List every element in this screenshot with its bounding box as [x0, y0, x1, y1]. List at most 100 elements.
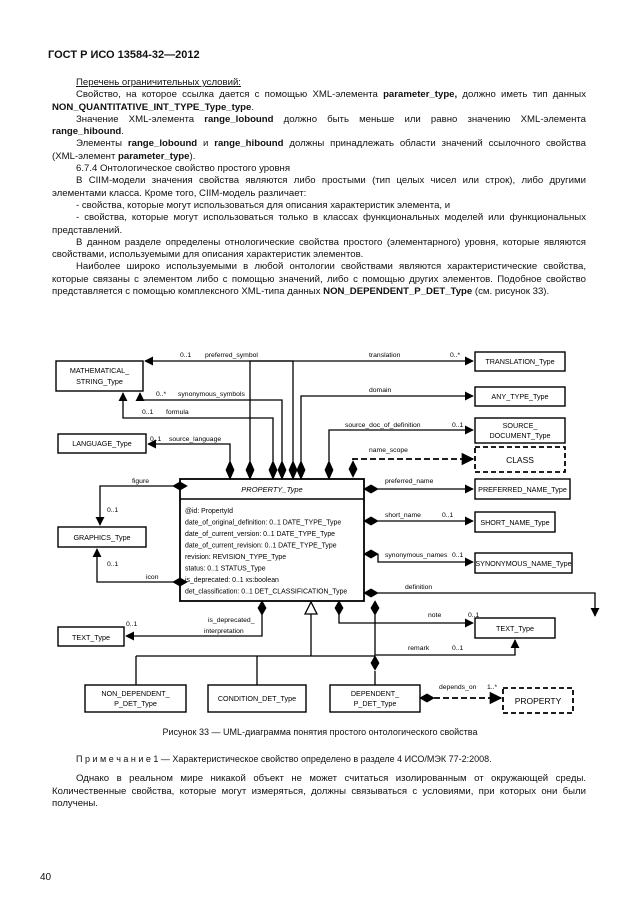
property-attribute: is_deprecated: 0..1 xs:boolean	[185, 577, 279, 584]
figure-label: figure	[132, 478, 149, 485]
paragraph: В данном разделе определены отнологическ…	[52, 236, 586, 261]
composition-diamond	[277, 460, 287, 480]
text-type-right-box	[474, 617, 556, 639]
short-name-type-box	[474, 511, 556, 533]
text-type-left-label: TEXT_Type	[72, 633, 110, 642]
any-type-type-box	[474, 386, 566, 407]
paragraph: Однако в реальном мире никакой объект не…	[52, 773, 586, 809]
short-name-multiplicity: 0..1	[442, 512, 454, 519]
definition-label: definition	[405, 584, 432, 591]
translation-label: translation	[369, 352, 401, 359]
non-dependent-p-det-type-label: P_DET_Type	[114, 699, 157, 708]
is-deprecated-interpretation-multiplicity: 0..1	[126, 621, 138, 628]
class-label: CLASS	[506, 455, 534, 465]
graphics-type-box	[57, 526, 147, 548]
non-dependent-p-det-type-box	[84, 684, 187, 713]
preferred-name-label: preferred_name	[385, 478, 434, 485]
short-name-type-label: SHORT_NAME_Type	[480, 518, 549, 527]
non-dependent-p-det-type-label: NON_DEPENDENT_	[101, 689, 170, 698]
text-type-right-label: TEXT_Type	[496, 624, 534, 633]
is-deprecated-interpretation-label: is_deprecated_	[208, 617, 255, 624]
depends-on-multiplicity: 1..*	[487, 684, 498, 691]
synonymous-symbols-connector	[135, 392, 283, 461]
icon-connector	[92, 548, 174, 583]
section-heading: 6.7.4 Онтологическое свойство простого у…	[76, 163, 291, 175]
remark-connector	[374, 615, 520, 656]
note-paragraph: П р и м е ч а н и е 1 — Характеристическ…	[76, 754, 492, 764]
translation-type-box	[474, 351, 566, 372]
name-scope-label: name_scope	[369, 447, 408, 454]
composition-diamond	[225, 460, 235, 480]
icon-label: icon	[146, 574, 159, 581]
composition-diamond	[172, 577, 188, 587]
paragraph: Свойство, на которое ссылка дается с пом…	[52, 89, 586, 113]
paragraph: Наиболее широко используемыми в любой он…	[52, 261, 586, 298]
synonymous-names-label: synonymous_names	[385, 552, 448, 559]
graphics-type-label: GRAPHICS_Type	[73, 533, 130, 542]
note-connector	[338, 614, 474, 628]
translation-type-label: TRANSLATION_Type	[485, 357, 554, 366]
composition-diamond	[363, 588, 379, 598]
composition-diamond	[370, 600, 380, 616]
preferred-name-type-box	[474, 478, 571, 500]
property-type-title: PROPERTY_Type	[241, 485, 302, 494]
property-box	[502, 687, 574, 714]
mathematical-string-type-label: MATHEMATICAL_	[70, 366, 130, 375]
composition-diamond	[288, 460, 298, 480]
translation-multiplicity: 0..*	[450, 352, 461, 359]
source-document-type-label: SOURCE_	[503, 421, 539, 430]
class-box	[474, 446, 566, 473]
source-language-multiplicity: 0..1	[150, 436, 162, 443]
synonymous-name-type-box	[474, 552, 573, 574]
figure-multiplicity: 0..1	[107, 507, 119, 514]
paragraph: Значение XML-элемента range_lobound долж…	[52, 113, 586, 138]
source-language-label: source_language	[169, 436, 221, 443]
formula-multiplicity: 0..1	[142, 409, 154, 416]
body-text-bottom: П р и м е ч а н и е 1 — Характеристическ…	[52, 753, 586, 810]
composition-diamond	[245, 460, 255, 480]
depends-on-label: depends_on	[439, 684, 477, 691]
source-doc-multiplicity: 0..1	[452, 422, 464, 429]
property-attribute: status: 0..1 STATUS_Type	[185, 566, 266, 573]
property-attribute: det_classification: 0..1 DET_CLASSIFICAT…	[185, 589, 347, 596]
mathematical-string-type-label: STRING_Type	[76, 377, 123, 386]
source-document-type-box	[474, 417, 566, 444]
formula-connector	[118, 392, 274, 461]
definition-connector	[378, 592, 600, 617]
document-header: ГОСТ Р ИСО 13584-32—2012	[48, 49, 200, 61]
source-doc-connector	[328, 425, 474, 461]
restrictions-heading: Перечень ограничительных условий:	[76, 77, 241, 88]
composition-diamond	[257, 600, 267, 616]
source-doc-label: source_doc_of_definition	[345, 422, 421, 429]
paragraph: Элементы range_lobound и range_hibound д…	[52, 138, 586, 162]
property-attribute: @id: PropertyId	[185, 508, 233, 515]
remark-label: remark	[408, 645, 430, 652]
composition-diamond	[370, 655, 380, 671]
list-item: - свойства, которые могут использоваться…	[52, 212, 586, 236]
is-deprecated-interpretation-label: interpretation	[204, 628, 244, 635]
condition-det-type-label: CONDITION_DET_Type	[218, 694, 296, 703]
property-attribute: date_of_current_version: 0..1 DATE_TYPE_…	[185, 531, 335, 538]
composition-diamond	[296, 460, 306, 480]
source-language-connector	[147, 439, 231, 461]
translation-connector	[249, 356, 474, 461]
paragraph: В CIIM-модели значения свойства являются…	[52, 175, 586, 199]
remark-multiplicity: 0..1	[452, 645, 464, 652]
short-name-label: short_name	[385, 512, 421, 519]
property-attribute: date_of_current_revision: 0..1 DATE_TYPE…	[185, 543, 337, 550]
synonymous-names-multiplicity: 0..1	[452, 552, 464, 559]
name-scope-connector	[352, 452, 475, 469]
source-document-type-label: DOCUMENT_Type	[489, 431, 550, 440]
body-text-top: Перечень ограничительных условий: Свойст…	[52, 77, 586, 298]
icon-multiplicity: 0..1	[107, 561, 119, 568]
composition-diamond	[334, 600, 344, 616]
dependent-p-det-type-label: P_DET_Type	[354, 699, 397, 708]
dependent-p-det-type-box	[329, 684, 421, 713]
composition-diamond	[419, 693, 435, 703]
synonymous-symbols-label: synonymous_symbols	[178, 391, 245, 398]
formula-label: formula	[166, 409, 189, 416]
synonymous-name-type-label: SYNONYMOUS_NAME_Type	[475, 559, 571, 568]
synonymous-names-connector	[377, 554, 474, 567]
composition-diamond	[348, 460, 358, 478]
